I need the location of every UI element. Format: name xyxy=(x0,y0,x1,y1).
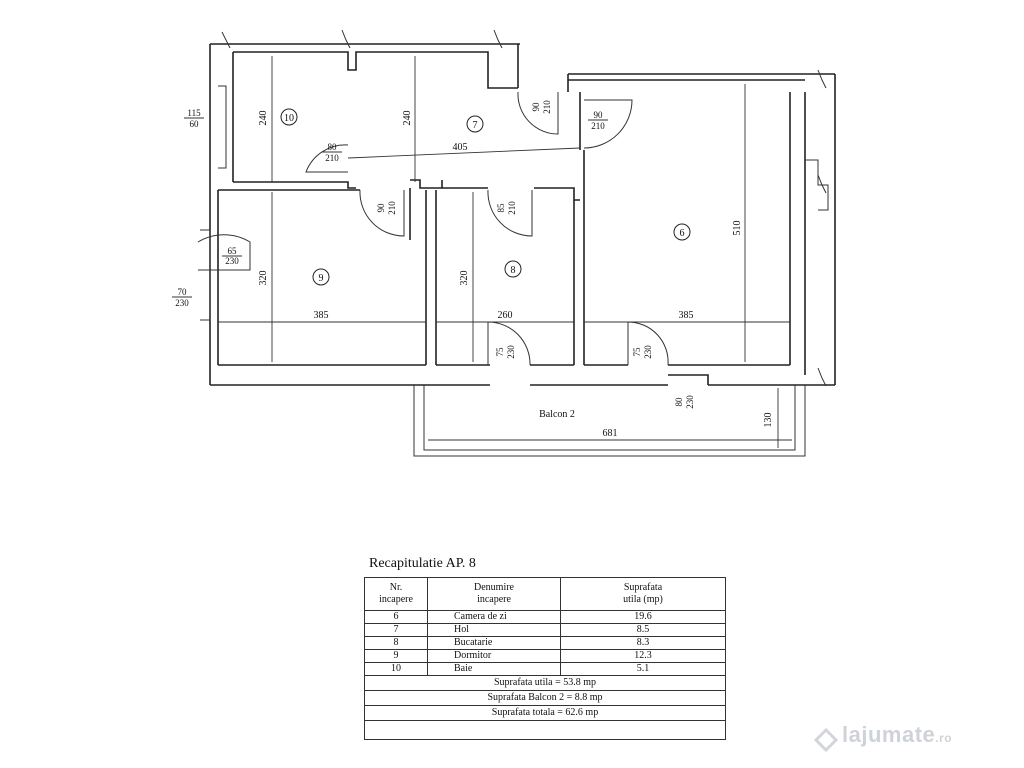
window-230: 230 xyxy=(175,298,189,308)
row-area: 8.3 xyxy=(560,636,726,650)
dim-385-living: 385 xyxy=(679,310,694,321)
watermark-brand: lajumate xyxy=(842,722,936,747)
window-230-bedroom: 230 xyxy=(225,256,239,266)
row-area: 8.5 xyxy=(560,623,726,637)
row-nr: 10 xyxy=(364,662,428,676)
room-10-label: 10 xyxy=(284,113,294,124)
door-90-bedroom: 90 xyxy=(376,203,386,213)
header-nr: Nr.incapere xyxy=(364,577,428,611)
row-nr: 7 xyxy=(364,623,428,637)
row-nr: 8 xyxy=(364,636,428,650)
door-230-kitchen-balcony: 230 xyxy=(506,345,516,359)
row-name: Camera de zi xyxy=(427,610,561,624)
dim-130: 130 xyxy=(763,413,774,428)
dim-405: 405 xyxy=(453,142,468,153)
dimension-labels: 240 240 405 510 320 320 385 260 385 681 … xyxy=(258,111,774,440)
dim-240-hall: 240 xyxy=(402,111,413,126)
row-area: 5.1 xyxy=(560,662,726,676)
window-65: 65 xyxy=(228,246,238,256)
door-210-kitchen: 210 xyxy=(507,201,517,215)
summary-row-extra xyxy=(364,720,726,740)
row-name: Bucatarie xyxy=(427,636,561,650)
door-230-living-balcony: 230 xyxy=(643,345,653,359)
walls xyxy=(200,29,836,457)
door-80: 80 xyxy=(328,142,338,152)
dim-320-kitchen: 320 xyxy=(459,271,470,286)
door-90-living: 90 xyxy=(594,110,604,120)
watermark: lajumate.ro xyxy=(842,722,952,748)
row-nr: 9 xyxy=(364,649,428,663)
door-75-living-balcony: 75 xyxy=(632,347,642,357)
row-name: Hol xyxy=(427,623,561,637)
row-name: Dormitor xyxy=(427,649,561,663)
summary-row-utila: Suprafata utila = 53.8 mp xyxy=(364,675,726,691)
dim-510: 510 xyxy=(732,221,743,236)
dim-385-bedroom: 385 xyxy=(314,310,329,321)
summary-row-balcon: Suprafata Balcon 2 = 8.8 mp xyxy=(364,690,726,706)
room-6-label: 6 xyxy=(680,228,685,239)
room-9-label: 9 xyxy=(319,273,324,284)
dim-240-bath: 240 xyxy=(258,111,269,126)
door-90-hall: 90 xyxy=(531,102,541,112)
opening-labels: 115 60 70 230 80 210 90 210 90 210 90 21… xyxy=(172,100,695,409)
door-210-hall: 210 xyxy=(542,100,552,114)
row-name: Baie xyxy=(427,662,561,676)
door-210-living: 210 xyxy=(591,121,605,131)
dim-320-bedroom: 320 xyxy=(258,271,269,286)
dim-260: 260 xyxy=(498,310,513,321)
room-8-label: 8 xyxy=(511,265,516,276)
window-80-living: 80 xyxy=(674,397,684,407)
window-70: 70 xyxy=(178,287,188,297)
window-230-living: 230 xyxy=(685,395,695,409)
row-nr: 6 xyxy=(364,610,428,624)
dimension-lines xyxy=(218,56,792,448)
summary-row-totala: Suprafata totala = 62.6 mp xyxy=(364,705,726,721)
floor-plan: 10 7 6 9 8 240 240 405 510 320 320 385 2… xyxy=(172,29,836,457)
dim-681: 681 xyxy=(603,428,618,439)
door-85-kitchen: 85 xyxy=(496,203,506,213)
door-210-bedroom: 210 xyxy=(387,201,397,215)
doors xyxy=(197,91,669,366)
recap-title: Recapitulatie AP. 8 xyxy=(369,556,476,571)
room-7-label: 7 xyxy=(473,120,478,131)
row-area: 12.3 xyxy=(560,649,726,663)
watermark-tld: .ro xyxy=(935,731,953,745)
window-115: 115 xyxy=(187,108,201,118)
door-75-kitchen-balcony: 75 xyxy=(495,347,505,357)
row-area: 19.6 xyxy=(560,610,726,624)
room-markers: 10 7 6 9 8 xyxy=(280,108,691,286)
door-210-bath: 210 xyxy=(325,153,339,163)
watermark-logo-icon xyxy=(813,727,839,753)
balcony-label: Balcon 2 xyxy=(539,409,575,420)
window-60: 60 xyxy=(190,119,200,129)
